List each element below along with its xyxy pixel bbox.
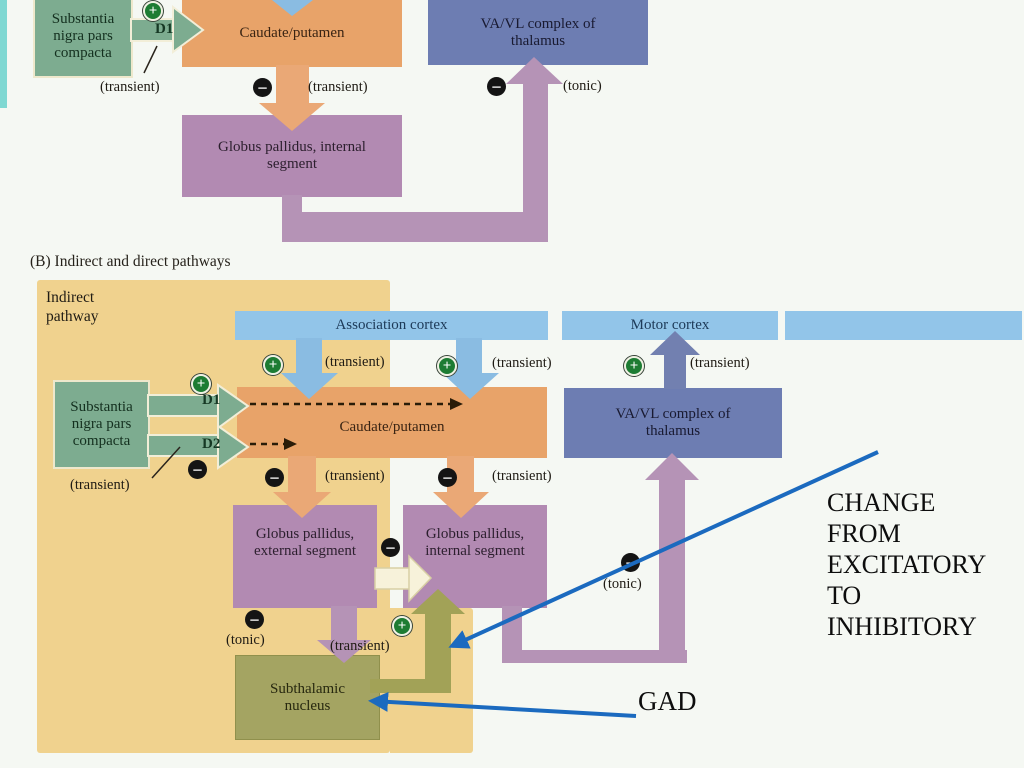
d1-receptor-label: D1 (202, 392, 221, 408)
plus-icon: + (263, 355, 283, 375)
panel-b-title: (B) Indirect and direct pathways (30, 253, 231, 270)
panel-b-stn-label: Subthalamic nucleus (270, 680, 345, 714)
d1-receptor-label: D1 (155, 21, 174, 37)
tonic-label: (tonic) (563, 78, 602, 94)
association-cortex-bar: Association cortex (235, 311, 548, 340)
transient-label: (transient) (325, 468, 385, 484)
transient-label: (transient) (492, 468, 552, 484)
tonic-label: (tonic) (226, 632, 265, 648)
panel-b-thalamus-box: VA/VL complex of thalamus (564, 388, 782, 458)
transient-label: (transient) (330, 638, 390, 654)
cortex-bar-right (785, 311, 1022, 340)
motor-cortex-bar: Motor cortex (562, 311, 778, 340)
panel-a-gpi-box: Globus pallidus, internal segment (182, 115, 402, 197)
transient-label: (transient) (690, 355, 750, 371)
plus-icon: + (392, 616, 412, 636)
transient-label: (transient) (308, 79, 368, 95)
gad-label: GAD (638, 686, 697, 716)
plus-icon: + (624, 356, 644, 376)
panel-a-thalamus-box: VA/VL complex of thalamus (428, 0, 648, 65)
panel-a-transient-pointer-line (143, 45, 158, 74)
panel-b-snc-box: Substantia nigra pars compacta (53, 380, 150, 469)
panel-a-thalamus-label: VA/VL complex of thalamus (480, 15, 596, 49)
transient-label: (transient) (325, 354, 385, 370)
panel-b-snc-label: Substantia nigra pars compacta (70, 399, 133, 449)
indirect-pathway-label: Indirect pathway (46, 289, 99, 325)
minus-icon: − (265, 468, 284, 487)
panel-b-caudate-box: Caudate/putamen (237, 387, 547, 458)
minus-icon: − (621, 553, 640, 572)
panel-b-gpi-box: Globus pallidus, internal segment (403, 505, 547, 608)
panel-b-caudate-label: Caudate/putamen (339, 419, 445, 435)
minus-icon: − (381, 538, 400, 557)
transient-label: (transient) (100, 79, 160, 95)
change-note: CHANGE FROM EXCITATORY TO INHIBITORY (827, 488, 986, 641)
association-cortex-label: Association cortex (335, 317, 448, 333)
panel-a-caudate-label: Caudate/putamen (239, 25, 345, 41)
d2-receptor-label: D2 (202, 436, 221, 452)
plus-icon: + (143, 1, 163, 21)
transient-label: (transient) (492, 355, 552, 371)
panel-b-gpe-box: Globus pallidus, external segment (233, 505, 377, 608)
minus-icon: − (253, 78, 272, 97)
panel-b-stn-box: Subthalamic nucleus (235, 655, 380, 740)
motor-cortex-label: Motor cortex (630, 317, 710, 333)
panel-b-gpe-label: Globus pallidus, external segment (253, 526, 357, 559)
plus-icon: + (437, 356, 457, 376)
panel-a-snc-box: Substantia nigra pars compacta (33, 0, 133, 78)
plus-icon: + (191, 374, 211, 394)
minus-icon: − (438, 468, 457, 487)
panel-a-gpi-label: Globus pallidus, internal segment (218, 139, 366, 172)
panel-a-caudate-box: Caudate/putamen (182, 0, 402, 67)
transient-label: (transient) (70, 477, 130, 493)
minus-icon: − (188, 460, 207, 479)
panel-b-gpi-label: Globus pallidus, internal segment (425, 526, 525, 559)
tonic-label: (tonic) (603, 576, 642, 592)
panel-b-thalamus-label: VA/VL complex of thalamus (615, 406, 731, 439)
minus-icon: − (487, 77, 506, 96)
panel-a-snc-label: Substantia nigra pars compacta (51, 10, 115, 61)
minus-icon: − (245, 610, 264, 629)
slide-accent-strip (0, 0, 7, 108)
